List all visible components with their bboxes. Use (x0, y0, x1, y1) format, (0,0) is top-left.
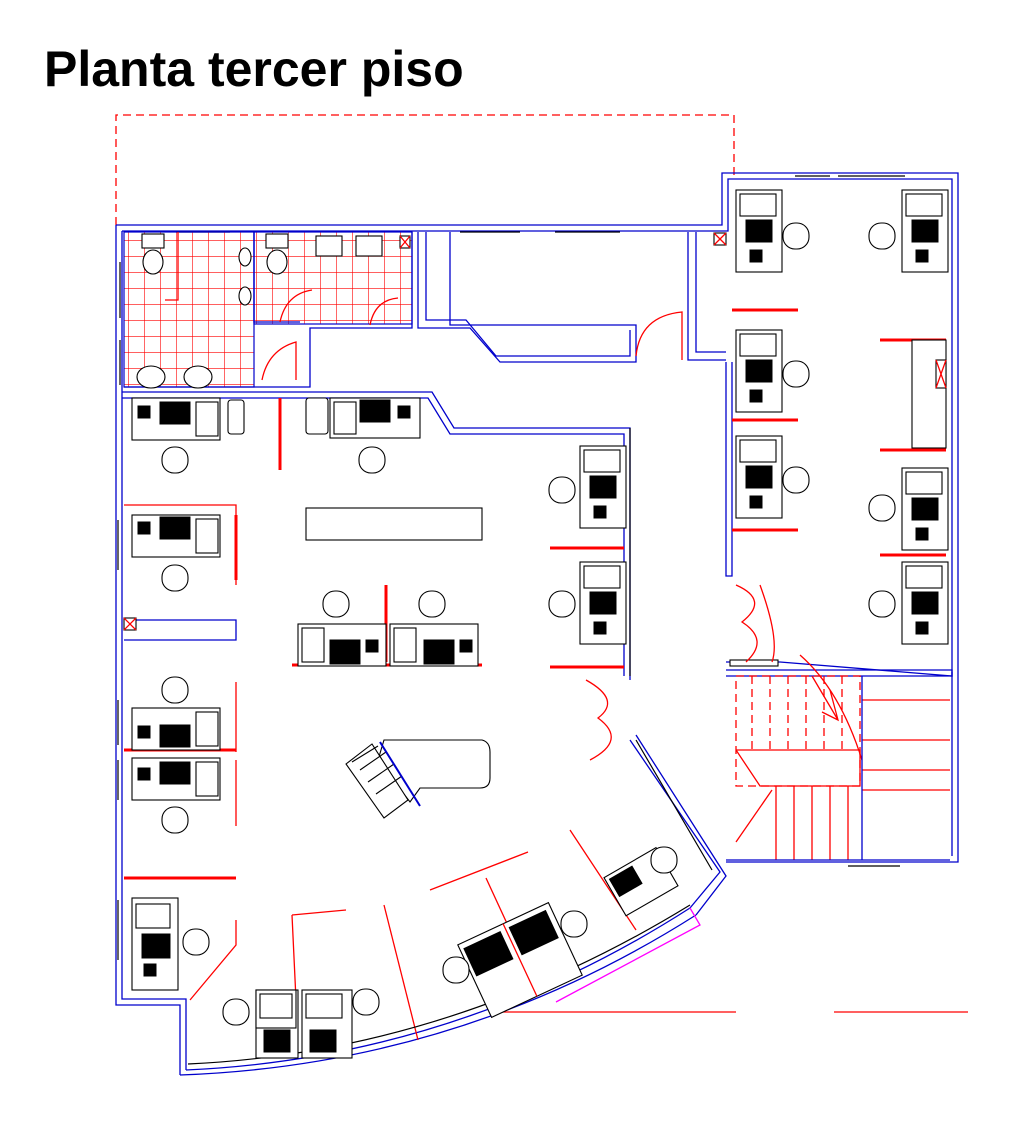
workstations-east-wing (735, 189, 949, 645)
reception-furniture (305, 507, 491, 819)
door-swings (585, 584, 863, 843)
workstations-south (222, 846, 679, 1059)
office-interior-walls (122, 362, 953, 680)
stairs (726, 675, 950, 861)
workstations-left (131, 397, 245, 991)
restroom-area (123, 231, 413, 389)
core-walls (417, 232, 727, 363)
page-title: Planta tercer piso (44, 41, 464, 97)
workstations-center (297, 397, 479, 667)
terrace-outline (115, 114, 735, 225)
workstations-main-right (548, 445, 627, 645)
